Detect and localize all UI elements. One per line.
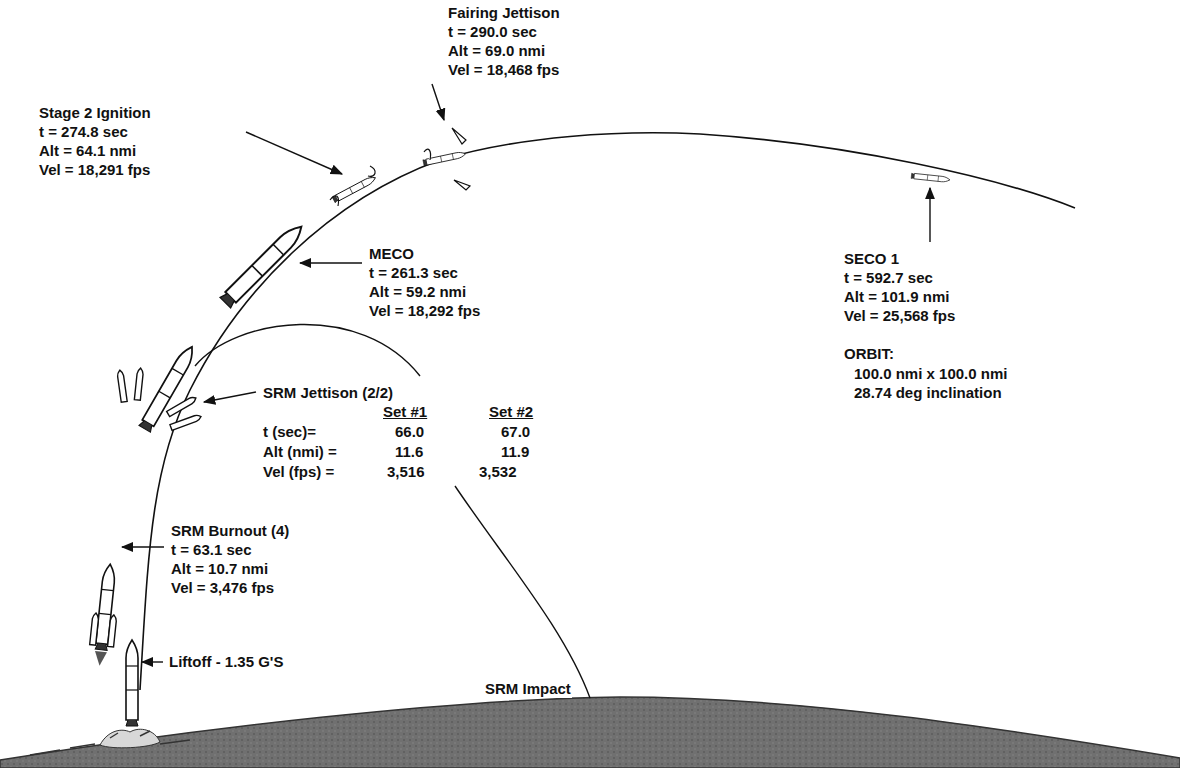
callout-text: Alt = 64.1 nmi — [38, 142, 137, 160]
callout-text: Liftoff - 1.35 G'S — [168, 653, 284, 671]
callout-text: t = 592.7 sec — [843, 269, 934, 287]
callout-text: 66.0 — [394, 423, 425, 441]
callout-text: t = 290.0 sec — [447, 23, 538, 41]
callout-text: Vel = 18,291 fps — [38, 161, 151, 179]
callout-text: 67.0 — [500, 423, 531, 441]
callout-text: t = 261.3 sec — [368, 264, 459, 282]
callout-text: t (sec)= — [262, 423, 317, 441]
callout-text: Alt = 101.9 nmi — [843, 288, 950, 306]
callout-text: 11.6 — [394, 443, 424, 461]
callout-text: t = 63.1 sec — [170, 541, 252, 559]
callout-text: SRM Burnout (4) — [170, 522, 290, 540]
callout-text: Alt (nmi) = — [262, 443, 338, 461]
callout-text: Alt = 59.2 nmi — [368, 283, 467, 301]
callout-text: 100.0 nmi x 100.0 nmi — [853, 365, 1008, 383]
callout-text: 28.74 deg inclination — [853, 384, 1003, 402]
callout-text: ORBIT: — [843, 345, 895, 363]
callout-text: Set #2 — [488, 403, 534, 421]
callout-text: 11.9 — [500, 443, 530, 461]
callout-text: Set #1 — [382, 403, 428, 421]
callout-text: Vel = 18,292 fps — [368, 302, 481, 320]
callout-text: Alt = 69.0 nmi — [447, 42, 546, 60]
callout-text: Alt = 10.7 nmi — [170, 560, 269, 578]
callout-text: Stage 2 Ignition — [38, 104, 152, 122]
callout-text: Vel (fps) = — [262, 463, 335, 481]
callout-text: t = 274.8 sec — [38, 123, 129, 141]
callout-text: SRM Jettison (2/2) — [262, 384, 394, 402]
callout-text: Vel = 3,476 fps — [170, 579, 275, 597]
callout-text: SECO 1 — [843, 250, 900, 268]
callout-text: Vel = 25,568 fps — [843, 307, 956, 325]
callout-text: MECO — [368, 245, 415, 263]
callout-text: 3,516 — [386, 463, 426, 481]
callout-text: 3,532 — [478, 463, 518, 481]
callout-text: Fairing Jettison — [447, 4, 561, 22]
callout-text: Vel = 18,468 fps — [447, 61, 560, 79]
callout-text: SRM Impact — [484, 680, 572, 698]
